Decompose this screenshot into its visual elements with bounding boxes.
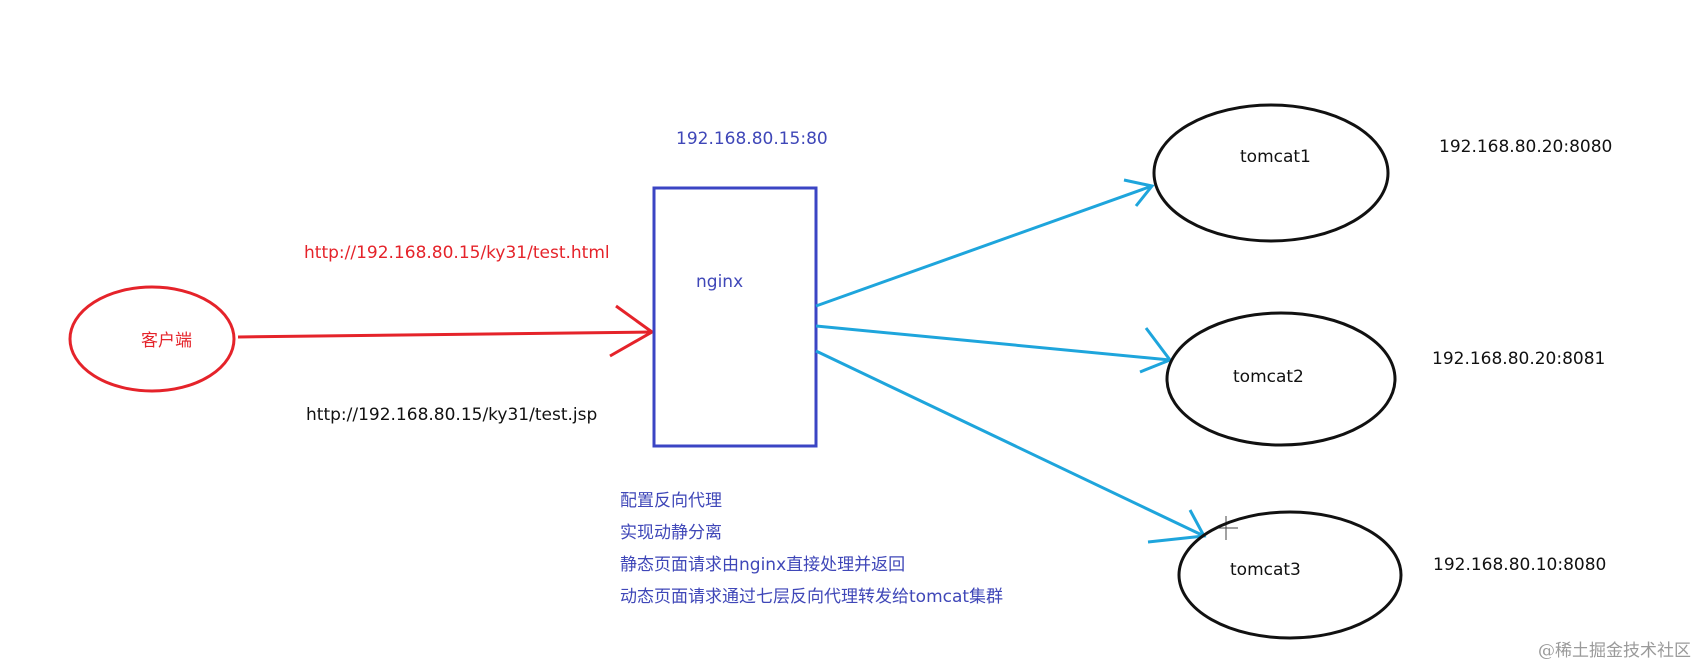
note-line-2: 实现动静分离 — [620, 523, 722, 543]
tomcat2-address-label: 192.168.80.20:8081 — [1432, 349, 1606, 369]
client-node-label: 客户端 — [141, 331, 192, 351]
nginx-node-label: nginx — [696, 272, 744, 292]
static-request-url: http://192.168.80.15/ky31/test.html — [304, 243, 610, 263]
note-line-1: 配置反向代理 — [620, 491, 722, 511]
note-line-3: 静态页面请求由nginx直接处理并返回 — [620, 555, 906, 575]
watermark: @稀土掘金技术社区 — [1538, 641, 1691, 661]
nginx-to-tomcat1-arrow-line — [815, 184, 1153, 308]
tomcat1-node-label: tomcat1 — [1240, 147, 1311, 167]
client-to-nginx-arrow-line — [237, 330, 653, 339]
nginx-to-tomcat2-arrow-line — [815, 324, 1171, 362]
tomcat1-node-ellipse — [1152, 103, 1390, 243]
nginx-to-tomcat1-arrow-head — [1123, 178, 1155, 207]
tomcat3-address-label: 192.168.80.10:8080 — [1433, 555, 1607, 575]
tomcat3-node-ellipse — [1177, 510, 1403, 640]
client-node-ellipse — [68, 285, 236, 393]
tomcat2-node-label: tomcat2 — [1233, 367, 1304, 387]
client-to-nginx-arrow-head — [609, 304, 655, 358]
nginx-to-tomcat3-arrow-line — [815, 349, 1205, 538]
tomcat1-address-label: 192.168.80.20:8080 — [1439, 137, 1613, 157]
nginx-to-tomcat2-arrow-head — [1139, 327, 1173, 374]
nginx-address-label: 192.168.80.15:80 — [676, 129, 828, 149]
tomcat2-node-ellipse — [1165, 311, 1397, 447]
note-line-4: 动态页面请求通过七层反向代理转发给tomcat集群 — [620, 587, 1004, 607]
dynamic-request-url: http://192.168.80.15/ky31/test.jsp — [306, 405, 598, 425]
tomcat3-node-label: tomcat3 — [1230, 560, 1301, 580]
nginx-node-box — [652, 186, 818, 448]
